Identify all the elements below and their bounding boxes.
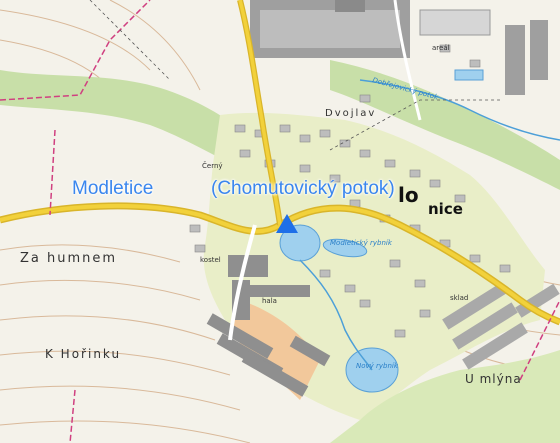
main-road [0, 203, 560, 324]
footpaths [89, 0, 500, 151]
stream-top [359, 79, 560, 141]
label-bold-fragment-right: nice [428, 200, 463, 218]
label-pond-mid: Modletický rybník [330, 239, 393, 247]
label-bold-fragment: lo [398, 183, 419, 207]
industrial-halls [442, 282, 560, 370]
boundary-east [519, 299, 560, 381]
forest-east [330, 60, 560, 190]
building-top-right [419, 9, 491, 36]
village-south-green [330, 350, 560, 443]
industrial-right-1 [505, 25, 525, 95]
orange-zone [230, 300, 320, 400]
label-hala: hala [262, 297, 277, 305]
industrial-right-2 [530, 20, 548, 80]
local-road-north [393, 0, 422, 121]
building-complex [206, 255, 331, 397]
label-sklad: sklad [450, 294, 468, 302]
label-pond-low: Nový rybník [356, 362, 399, 370]
stream-line [299, 259, 373, 371]
label-kostel: kostel [200, 256, 221, 264]
label-k-horinku: K Hořinku [45, 347, 121, 361]
pond-east [322, 238, 368, 258]
place-name-label: Modletice [72, 178, 154, 199]
pool-top [454, 69, 484, 81]
industrial-annex [335, 0, 365, 12]
location-marker[interactable] [276, 214, 298, 233]
local-road [228, 224, 257, 341]
industrial-roof [260, 10, 400, 48]
label-u-mlyna: U mlýna [465, 372, 522, 386]
label-dvojlav: Dvojlav [325, 108, 376, 119]
north-road [238, 0, 282, 226]
boundary-north [0, 0, 151, 101]
label-areal: areál [432, 44, 450, 52]
label-cerny: Černý [202, 161, 223, 170]
boundary-west [49, 129, 56, 216]
stream-name-label: (Chomutovický potok) [211, 178, 395, 199]
label-za-humnem: Za humnem [20, 251, 117, 266]
